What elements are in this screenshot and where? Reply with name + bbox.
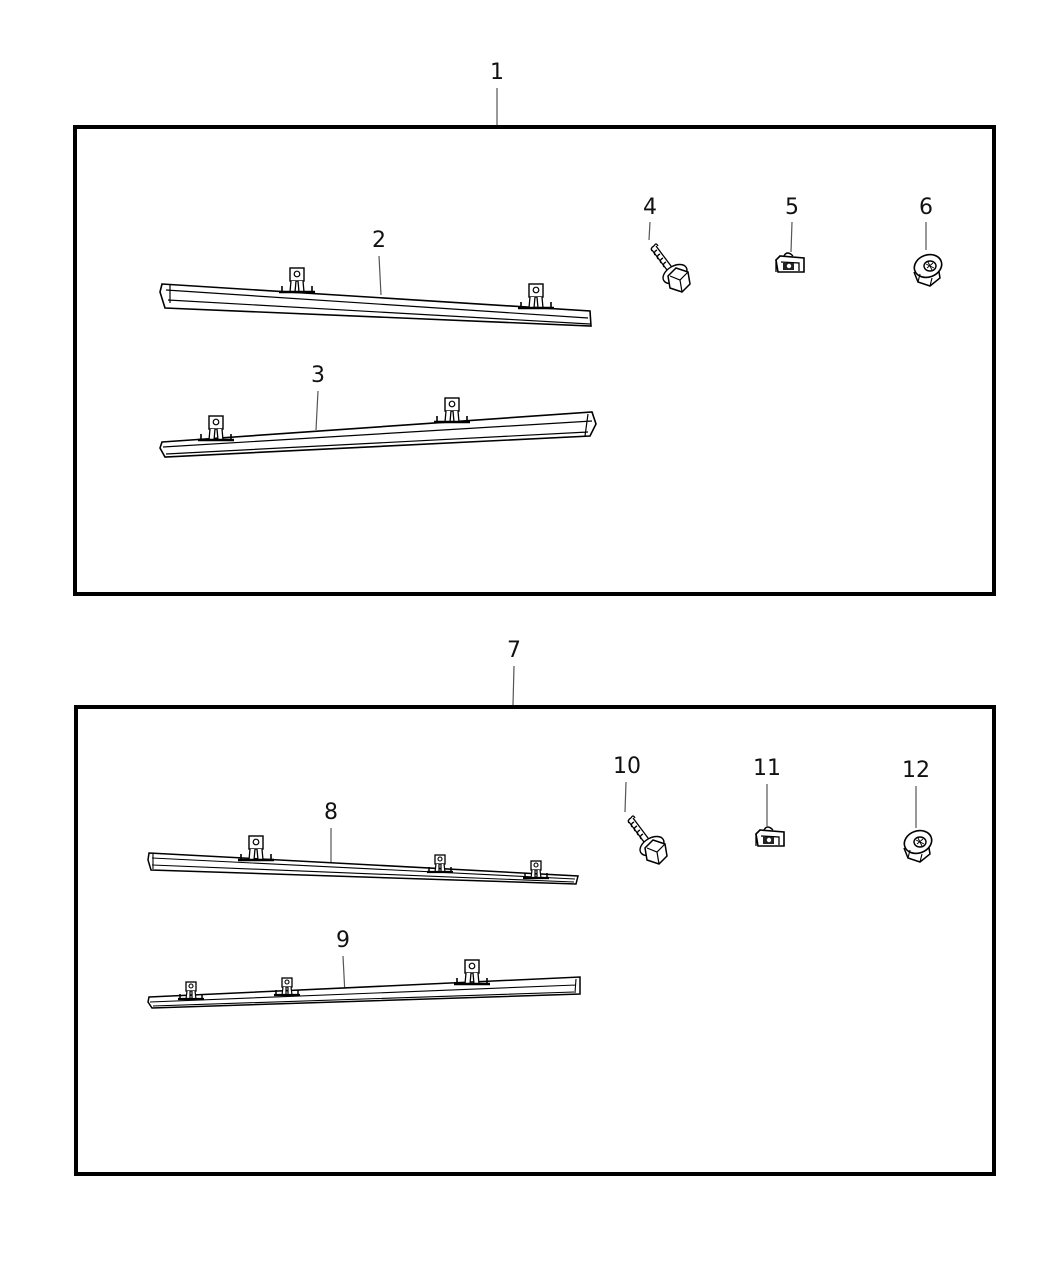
part-6-flange-nut <box>910 250 946 287</box>
group-box-1 <box>73 125 996 596</box>
callout-6: 6 <box>919 195 933 220</box>
callout-9: 9 <box>336 928 350 953</box>
part-4-bolt <box>650 243 692 293</box>
callout-3: 3 <box>311 363 325 388</box>
part-12-flange-nut <box>900 826 936 863</box>
part-8-molding-rail <box>147 834 579 885</box>
callout-10: 10 <box>613 754 641 779</box>
callout-2: 2 <box>372 228 386 253</box>
callout-11: 11 <box>753 756 781 781</box>
callout-1: 1 <box>490 60 504 85</box>
part-9-molding-rail <box>147 958 581 1009</box>
part-3-molding-rail <box>159 396 597 458</box>
callout-8: 8 <box>324 800 338 825</box>
part-10-bolt <box>627 815 669 865</box>
part-5-clip-nut <box>775 252 805 273</box>
leader-lines <box>315 88 927 996</box>
part-2-molding-rail <box>159 266 592 327</box>
part-11-clip-nut <box>755 826 785 847</box>
callout-12: 12 <box>902 758 930 783</box>
group-box-7 <box>74 705 996 1176</box>
callout-5: 5 <box>785 195 799 220</box>
callout-7: 7 <box>507 638 521 663</box>
callout-4: 4 <box>643 195 657 220</box>
